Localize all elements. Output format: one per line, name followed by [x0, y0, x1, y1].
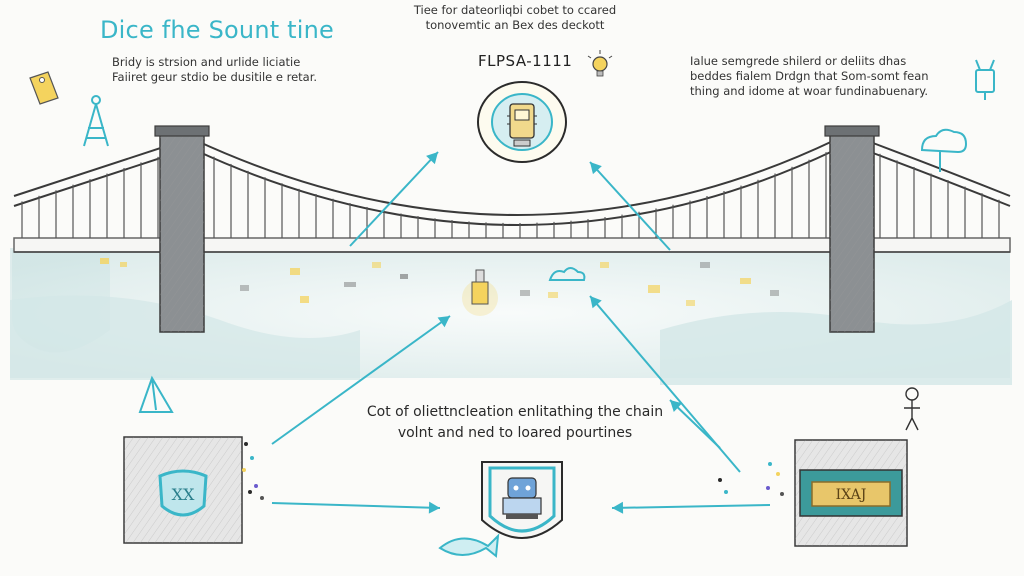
top-node: [477, 81, 567, 163]
page-title: Dice fhe Sount tine: [100, 16, 335, 44]
particle-dot: [250, 456, 254, 460]
left-tower: [154, 125, 210, 333]
particle-dot: [768, 462, 772, 466]
left-input-box: XX: [123, 436, 243, 544]
particle-dot: [780, 492, 784, 496]
right-tower: [824, 125, 880, 333]
stick-figure-icon: [904, 387, 920, 431]
particle-dot: [244, 442, 248, 446]
flow-arrow: [589, 161, 671, 251]
gold-plate-icon: IXAJ: [799, 469, 903, 517]
arrowhead: [670, 400, 683, 412]
particle-dot: [718, 478, 722, 482]
top-note-line: tonovemtic an Bex des deckott: [425, 18, 605, 32]
center-caption: Cot of oliettncleation enlitathing the c…: [340, 402, 690, 444]
lantern-node-icon: [462, 269, 498, 316]
cloud-cluster-icon: [548, 267, 586, 281]
particle-dot: [242, 468, 246, 472]
particle-dot: [724, 490, 728, 494]
tag-icon: [29, 71, 59, 105]
data-fragments: [100, 258, 779, 306]
flow-arrow: [669, 399, 721, 449]
fish-icon: [438, 533, 500, 558]
intro-line: Bridy is strsion and urlide liciatie: [112, 55, 301, 69]
cloud-icon: [920, 128, 968, 172]
flow-arrows: [271, 151, 771, 514]
sail-icon: [138, 375, 174, 413]
shield-badge-icon: XX: [158, 469, 208, 517]
top-note-line: Tiee for dateorliqbi cobet to ccared: [413, 3, 617, 17]
particle-dot: [260, 496, 264, 500]
flow-arrow: [611, 504, 771, 509]
antenna-tower-icon: [83, 95, 109, 147]
arrowhead: [426, 152, 438, 165]
caption-line: Cot of oliettncleation enlitathing the c…: [366, 404, 664, 420]
particle-dots: [242, 442, 784, 500]
robot-icon: [502, 477, 542, 519]
arrowhead: [437, 316, 450, 328]
flow-arrow: [271, 315, 451, 445]
top-note: Tiee for dateorliqbi cobet to ccared ton…: [400, 3, 630, 33]
right-note-line: Ialue semgrede shilerd or deliits dhas: [690, 54, 907, 68]
flow-arrow: [271, 502, 441, 509]
badge-label: XX: [172, 485, 195, 504]
particle-dot: [254, 484, 258, 488]
arrowhead: [590, 162, 602, 175]
right-note-line: thing and idome at woar fundinabuenary.: [690, 84, 929, 98]
right-note-line: beddes fialem Drdgn that Som-somt fean: [690, 69, 929, 83]
lightbulb-icon: [587, 50, 613, 77]
caption-line: volnt and ned to loared pourtines: [397, 425, 633, 441]
right-note: Ialue semgrede shilerd or deliits dhas b…: [690, 54, 965, 99]
arrowhead: [612, 501, 624, 514]
arrowhead: [428, 501, 440, 514]
flow-arrow: [349, 151, 439, 247]
shield-node: [481, 461, 563, 539]
particle-dot: [766, 486, 770, 490]
particle-dot: [248, 490, 252, 494]
router-icon: [975, 59, 995, 100]
intro-line: Faiiret geur stdio be dusitile e retar.: [112, 70, 318, 84]
particle-dot: [776, 472, 780, 476]
suspender-cables: [21, 152, 1000, 238]
arrowhead: [590, 296, 602, 309]
chip-icon: [507, 103, 537, 147]
intro-text: Bridy is strsion and urlide liciatie Fai…: [112, 55, 352, 85]
node-code-label: FLPSA-1111: [478, 52, 573, 70]
right-output-box: IXAJ: [794, 439, 908, 547]
plate-label: IXAJ: [836, 487, 867, 503]
